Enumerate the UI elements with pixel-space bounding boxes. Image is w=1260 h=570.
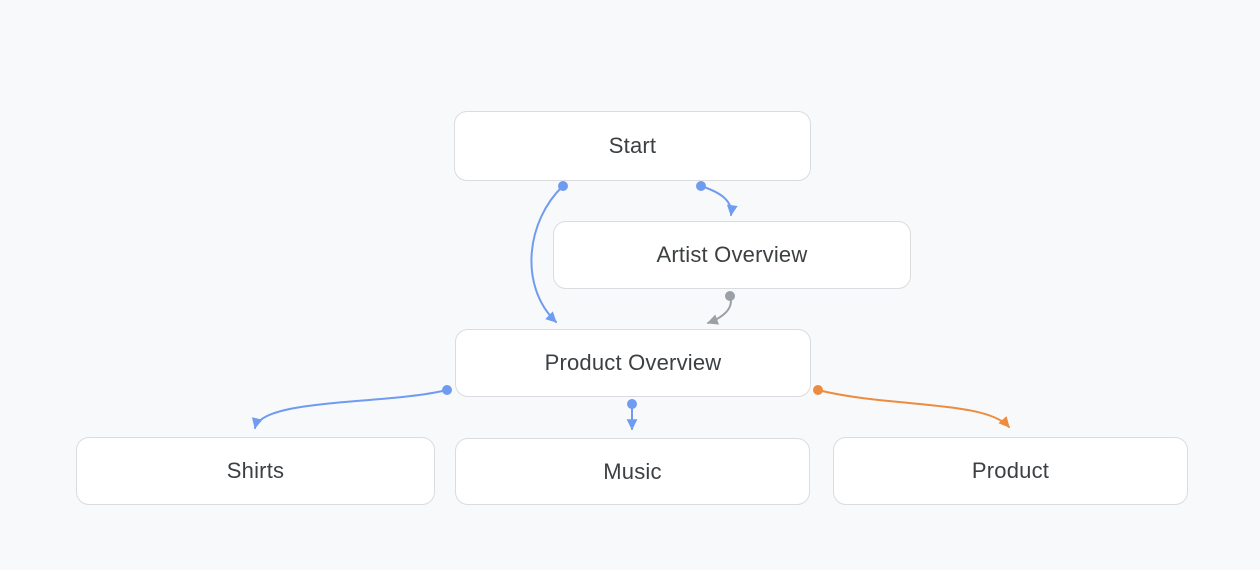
edge-start-to-product-overview[interactable] [530,185,564,323]
node-label: Product Overview [544,350,722,375]
node-product-overview[interactable]: Product Overview [455,329,811,397]
edge-start-to-artist-overview[interactable] [700,185,738,217]
edge-source-dot [696,181,706,191]
node-label: Product [971,458,1050,483]
edge-source-dot [558,181,568,191]
edge-source-dot [813,385,823,395]
edge-source-dot [442,385,452,395]
edge-product-overview-to-product[interactable] [817,389,1010,428]
edge-product-overview-to-shirts[interactable] [251,389,448,430]
edge-source-dot [725,291,735,301]
node-start[interactable]: Start [454,111,811,181]
node-shirts[interactable]: Shirts [76,437,435,505]
edge-group [251,181,1010,431]
node-product[interactable]: Product [833,437,1188,505]
node-label: Shirts [226,458,285,483]
node-artist-overview[interactable]: Artist Overview [553,221,911,289]
edge-source-dot [627,399,637,409]
node-label: Music [603,458,662,484]
node-label: Artist Overview [656,242,808,267]
node-label: Start [608,133,657,158]
node-music[interactable]: Music [455,438,810,505]
